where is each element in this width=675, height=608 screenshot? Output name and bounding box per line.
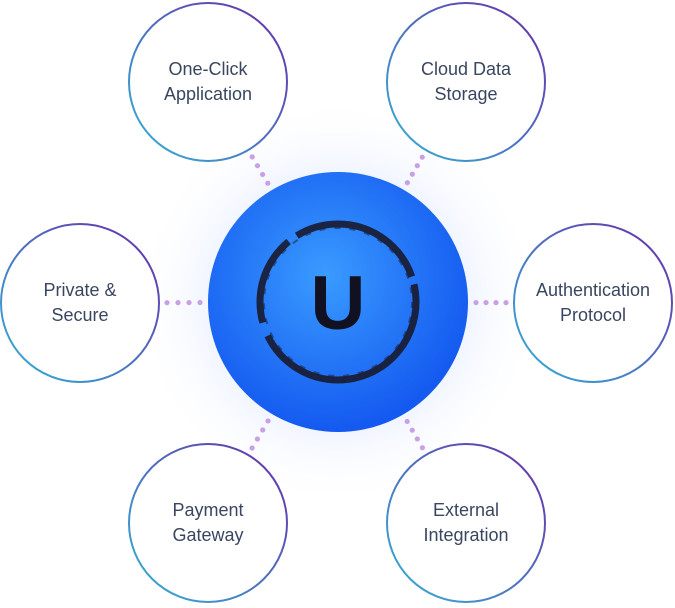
connector-dot [414, 163, 420, 169]
connector-dot [404, 418, 410, 425]
node-label-line: Gateway [172, 525, 244, 545]
connector-dot [186, 299, 192, 306]
connector-dot [473, 299, 479, 306]
node-label-line: Storage [434, 84, 498, 104]
node-label-line: Application [163, 84, 253, 104]
connector-dot [260, 427, 266, 433]
connector-dot [254, 436, 261, 442]
center-ring [256, 220, 420, 384]
node-circle-cloud-data-storage [386, 2, 546, 162]
node-label-line: External [432, 500, 500, 520]
connector-dot [419, 154, 425, 160]
connector-dot [414, 436, 420, 442]
connector-dot [409, 171, 415, 177]
node-label-line: Secure [51, 305, 109, 325]
node-circle-external-integration [386, 443, 546, 603]
center-hub: U [208, 172, 468, 432]
connector-dot [483, 299, 489, 306]
connector-dot [260, 171, 266, 178]
connector-dots [164, 154, 509, 451]
node-label-line: One-Click [168, 59, 248, 79]
node-label-line: Protocol [559, 305, 627, 325]
connector-dot [409, 427, 415, 433]
connector-dot [249, 445, 255, 451]
connector-dot [419, 445, 425, 451]
connector-dot [249, 154, 255, 160]
node-circle-one-click-application [128, 2, 288, 162]
connector-dot [164, 300, 170, 306]
connector-dot [493, 300, 499, 306]
connector-dot [175, 300, 181, 306]
node-circle-authentication-protocol [513, 223, 673, 383]
connector-dot [254, 163, 261, 169]
connector-dot [265, 180, 271, 186]
node-label-line: Private & [43, 280, 117, 300]
node-label-line: Authentication [535, 280, 651, 300]
node-circle-private-secure [0, 223, 160, 383]
connector-dot [265, 418, 271, 424]
center-circle [208, 172, 468, 432]
connector-dot [503, 300, 509, 306]
node-label-private-secure: Private & Secure [5, 278, 155, 328]
center-ring-texture [263, 227, 413, 377]
node-label-line: Cloud Data [420, 59, 512, 79]
connector-dot [404, 180, 410, 186]
connector-dot [197, 299, 203, 306]
node-label-line: Integration [423, 525, 509, 545]
node-circle-payment-gateway [128, 443, 288, 603]
node-label-line: Payment [172, 500, 244, 520]
center-letter: U [311, 261, 366, 346]
